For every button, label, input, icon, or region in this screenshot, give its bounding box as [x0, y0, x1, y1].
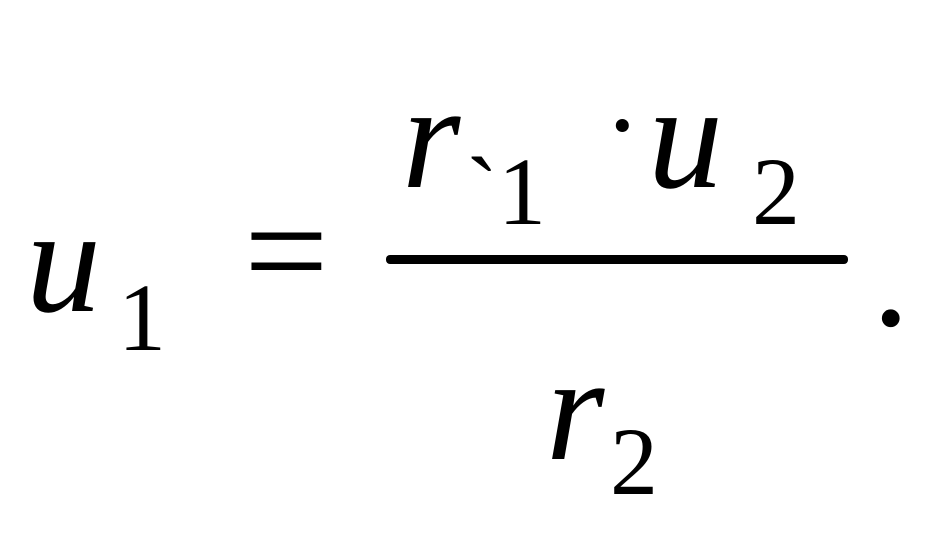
lhs-variable: u	[26, 178, 101, 344]
numerator-u-subscript: 2	[752, 138, 800, 245]
denominator-r-variable: r	[546, 326, 605, 492]
numerator-r-subscript: `1	[466, 138, 546, 245]
multiplication-dot: ·	[604, 64, 641, 186]
numerator-u-variable: u	[648, 54, 723, 220]
fraction-bar	[386, 255, 848, 264]
equals-sign: =	[244, 168, 329, 334]
lhs-subscript: 1	[118, 264, 166, 371]
denominator-r-subscript: 2	[610, 408, 658, 515]
numerator-r-variable: r	[402, 54, 461, 220]
terminal-period: .	[872, 192, 910, 358]
